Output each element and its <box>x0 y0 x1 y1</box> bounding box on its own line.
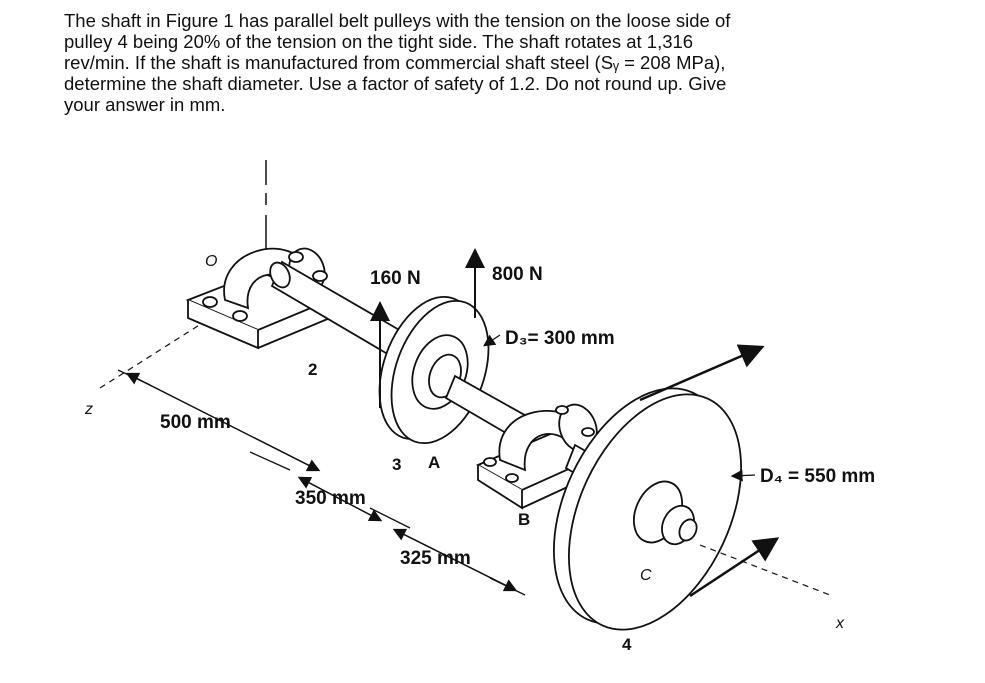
force-arrows-pulley3 <box>370 248 485 408</box>
label-o: O <box>205 253 217 270</box>
problem-line: determine the shaft diameter. Use a fact… <box>64 73 727 94</box>
leader-lines <box>483 334 831 596</box>
problem-line: your answer in mm. <box>64 94 226 115</box>
label-2: 2 <box>308 360 317 379</box>
problem-line: pulley 4 being 20% of the tension on the… <box>64 31 694 52</box>
pulley-4 <box>553 387 742 631</box>
label-b: B <box>518 510 530 529</box>
bearing-b <box>475 403 603 510</box>
problem-line: The shaft in Figure 1 has parallel belt … <box>64 10 731 31</box>
force-large-label: 800 N <box>492 264 543 285</box>
label-4: 4 <box>622 635 632 654</box>
label-a: A <box>428 453 440 472</box>
force-arrows-pulley4 <box>639 344 780 598</box>
shaft-left <box>269 260 422 368</box>
d4-label: D₄ = 550 mm <box>760 466 875 487</box>
axis-x-label: x <box>835 615 845 632</box>
axis-z-label: z <box>84 401 93 418</box>
force-small-label: 160 N <box>370 268 421 289</box>
d3-label: D₃= 300 mm <box>505 328 615 349</box>
problem-line: rev/min. If the shaft is manufactured fr… <box>64 52 726 73</box>
label-3: 3 <box>392 455 401 474</box>
pulley-3 <box>378 295 490 445</box>
label-c: C <box>640 567 652 584</box>
dim-325-label: 325 mm <box>400 548 471 569</box>
dim-500-label: 500 mm <box>160 412 231 433</box>
problem-statement: The shaft in Figure 1 has parallel belt … <box>64 10 914 115</box>
dimension-lines <box>117 369 526 596</box>
dim-350-label: 350 mm <box>295 488 366 509</box>
